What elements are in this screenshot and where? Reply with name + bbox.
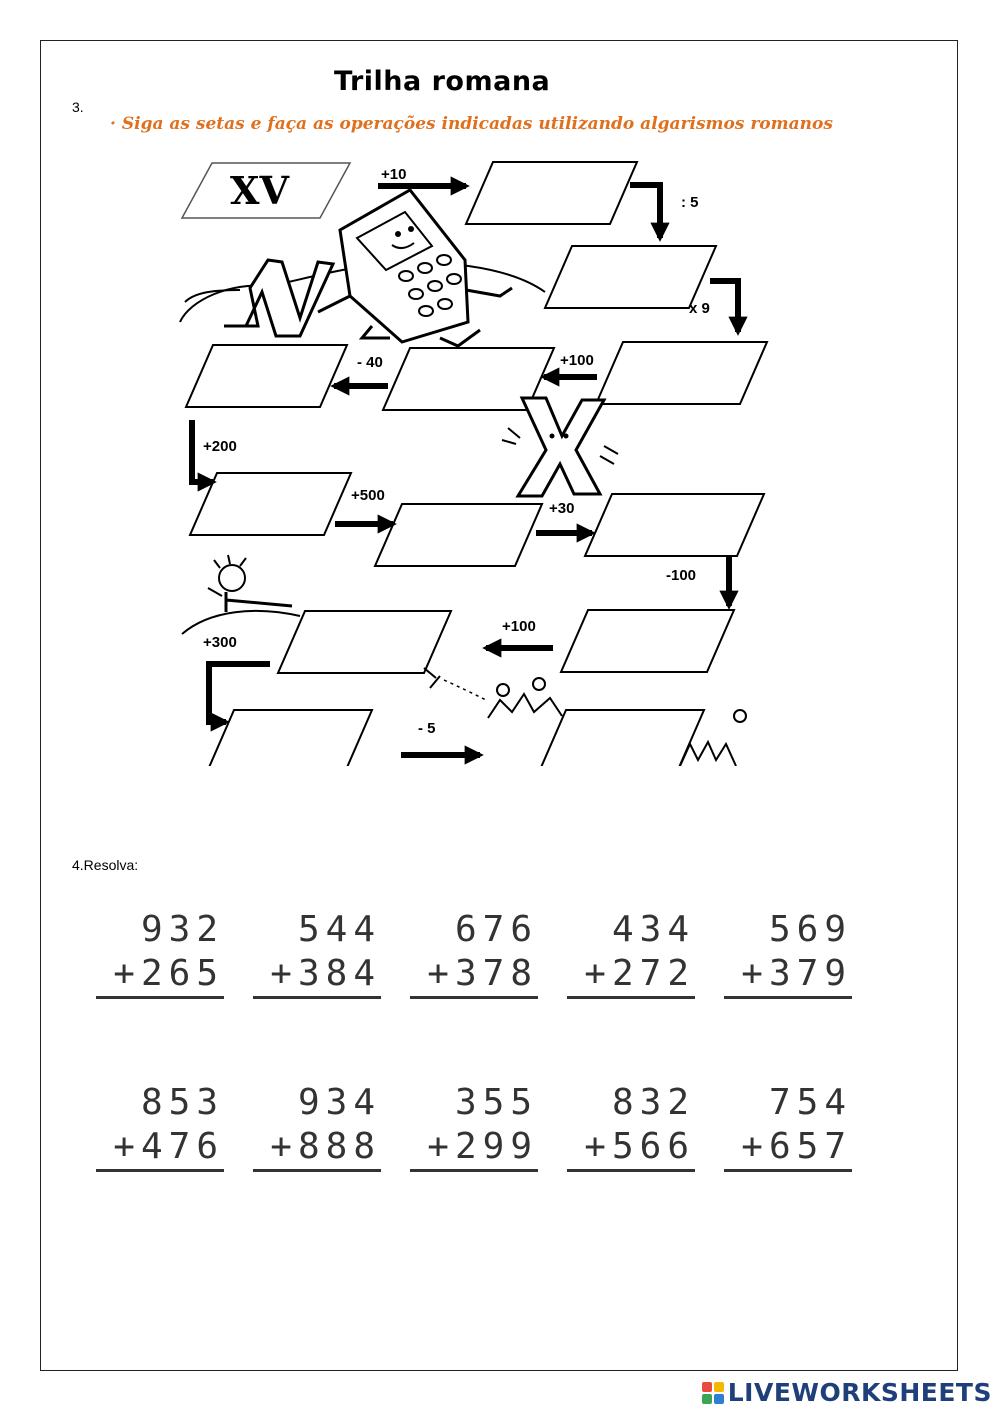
answer-box-12[interactable]	[539, 709, 706, 772]
op-label-plus100-b: +100	[502, 618, 536, 635]
op-label-plus300: +300	[203, 634, 237, 651]
addend-top: 832	[611, 1082, 695, 1123]
addition-problem: 932 +265	[96, 908, 224, 999]
answer-box-3[interactable]	[594, 341, 769, 405]
addition-problem: 676 +378	[410, 908, 538, 999]
addend-bottom: +378	[410, 952, 538, 999]
arrow-plus300	[206, 661, 270, 732]
op-label-plus200: +200	[203, 438, 237, 455]
addend-bottom: +265	[96, 952, 224, 999]
answer-box-11[interactable]	[207, 709, 374, 772]
addend-bottom: +299	[410, 1125, 538, 1172]
arrow-plus200	[189, 420, 217, 492]
addition-problem: 569 +379	[724, 908, 852, 999]
addition-problem: 934 +888	[253, 1081, 381, 1172]
addend-top: 754	[768, 1082, 852, 1123]
addend-top: 569	[768, 909, 852, 950]
trail-instruction: · Siga as setas e faça as operações indi…	[110, 114, 833, 134]
x-character-illustration	[501, 396, 619, 498]
addend-top: 853	[140, 1082, 224, 1123]
answer-box-1[interactable]	[464, 161, 639, 225]
addend-bottom: +566	[567, 1125, 695, 1172]
op-label-minus5: - 5	[418, 720, 436, 737]
arrow-div5	[630, 182, 670, 242]
answer-box-2[interactable]	[543, 245, 718, 309]
roman-trail-diagram: XV +10 : 5 x 9	[179, 161, 769, 772]
addition-problem: 754 +657	[724, 1081, 852, 1172]
trail-title: Trilha romana	[334, 66, 551, 97]
answer-box-10[interactable]	[276, 610, 453, 674]
liveworksheets-logo-text: LIVEWORKSHEETS	[727, 1378, 992, 1407]
op-label-plus500: +500	[351, 487, 385, 504]
addition-problem: 832 +566	[567, 1081, 695, 1172]
answer-box-5[interactable]	[184, 344, 349, 408]
page-frame	[40, 40, 958, 1371]
question-3-number: 3.	[72, 99, 84, 115]
calculator-character-illustration	[179, 188, 546, 348]
addend-top: 434	[611, 909, 695, 950]
child-on-hill-illustration	[181, 554, 301, 635]
start-value: XV	[230, 168, 290, 213]
answer-box-6[interactable]	[188, 472, 353, 536]
addend-top: 934	[297, 1082, 381, 1123]
question-4-title: 4.Resolva:	[72, 857, 139, 873]
flowers-illustration	[423, 667, 747, 766]
addition-problem: 853 +476	[96, 1081, 224, 1172]
addend-top: 355	[454, 1082, 538, 1123]
addend-top: 676	[454, 909, 538, 950]
liveworksheets-logo[interactable]: LIVEWORKSHEETS	[701, 1378, 992, 1407]
answer-box-8[interactable]	[583, 493, 766, 557]
addend-bottom: +888	[253, 1125, 381, 1172]
answer-box-9[interactable]	[559, 609, 736, 673]
op-label-plus10: +10	[381, 166, 406, 183]
liveworksheets-logo-icon	[701, 1381, 724, 1404]
addition-problem: 434 +272	[567, 908, 695, 999]
addend-bottom: +657	[724, 1125, 852, 1172]
arrow-times9	[710, 278, 748, 336]
addition-problem: 355 +299	[410, 1081, 538, 1172]
addend-bottom: +379	[724, 952, 852, 999]
addend-bottom: +476	[96, 1125, 224, 1172]
op-label-plus100-a: +100	[560, 352, 594, 369]
op-label-times9: x 9	[689, 300, 710, 317]
addend-bottom: +384	[253, 952, 381, 999]
op-label-plus30: +30	[549, 500, 574, 517]
addend-top: 932	[140, 909, 224, 950]
addend-top: 544	[297, 909, 381, 950]
addend-bottom: +272	[567, 952, 695, 999]
answer-box-7[interactable]	[373, 503, 544, 567]
addition-problem: 544 +384	[253, 908, 381, 999]
op-label-minus100: -100	[666, 567, 696, 584]
op-label-div5: : 5	[681, 194, 699, 211]
op-label-minus40: - 40	[357, 354, 383, 371]
start-box	[180, 162, 352, 219]
